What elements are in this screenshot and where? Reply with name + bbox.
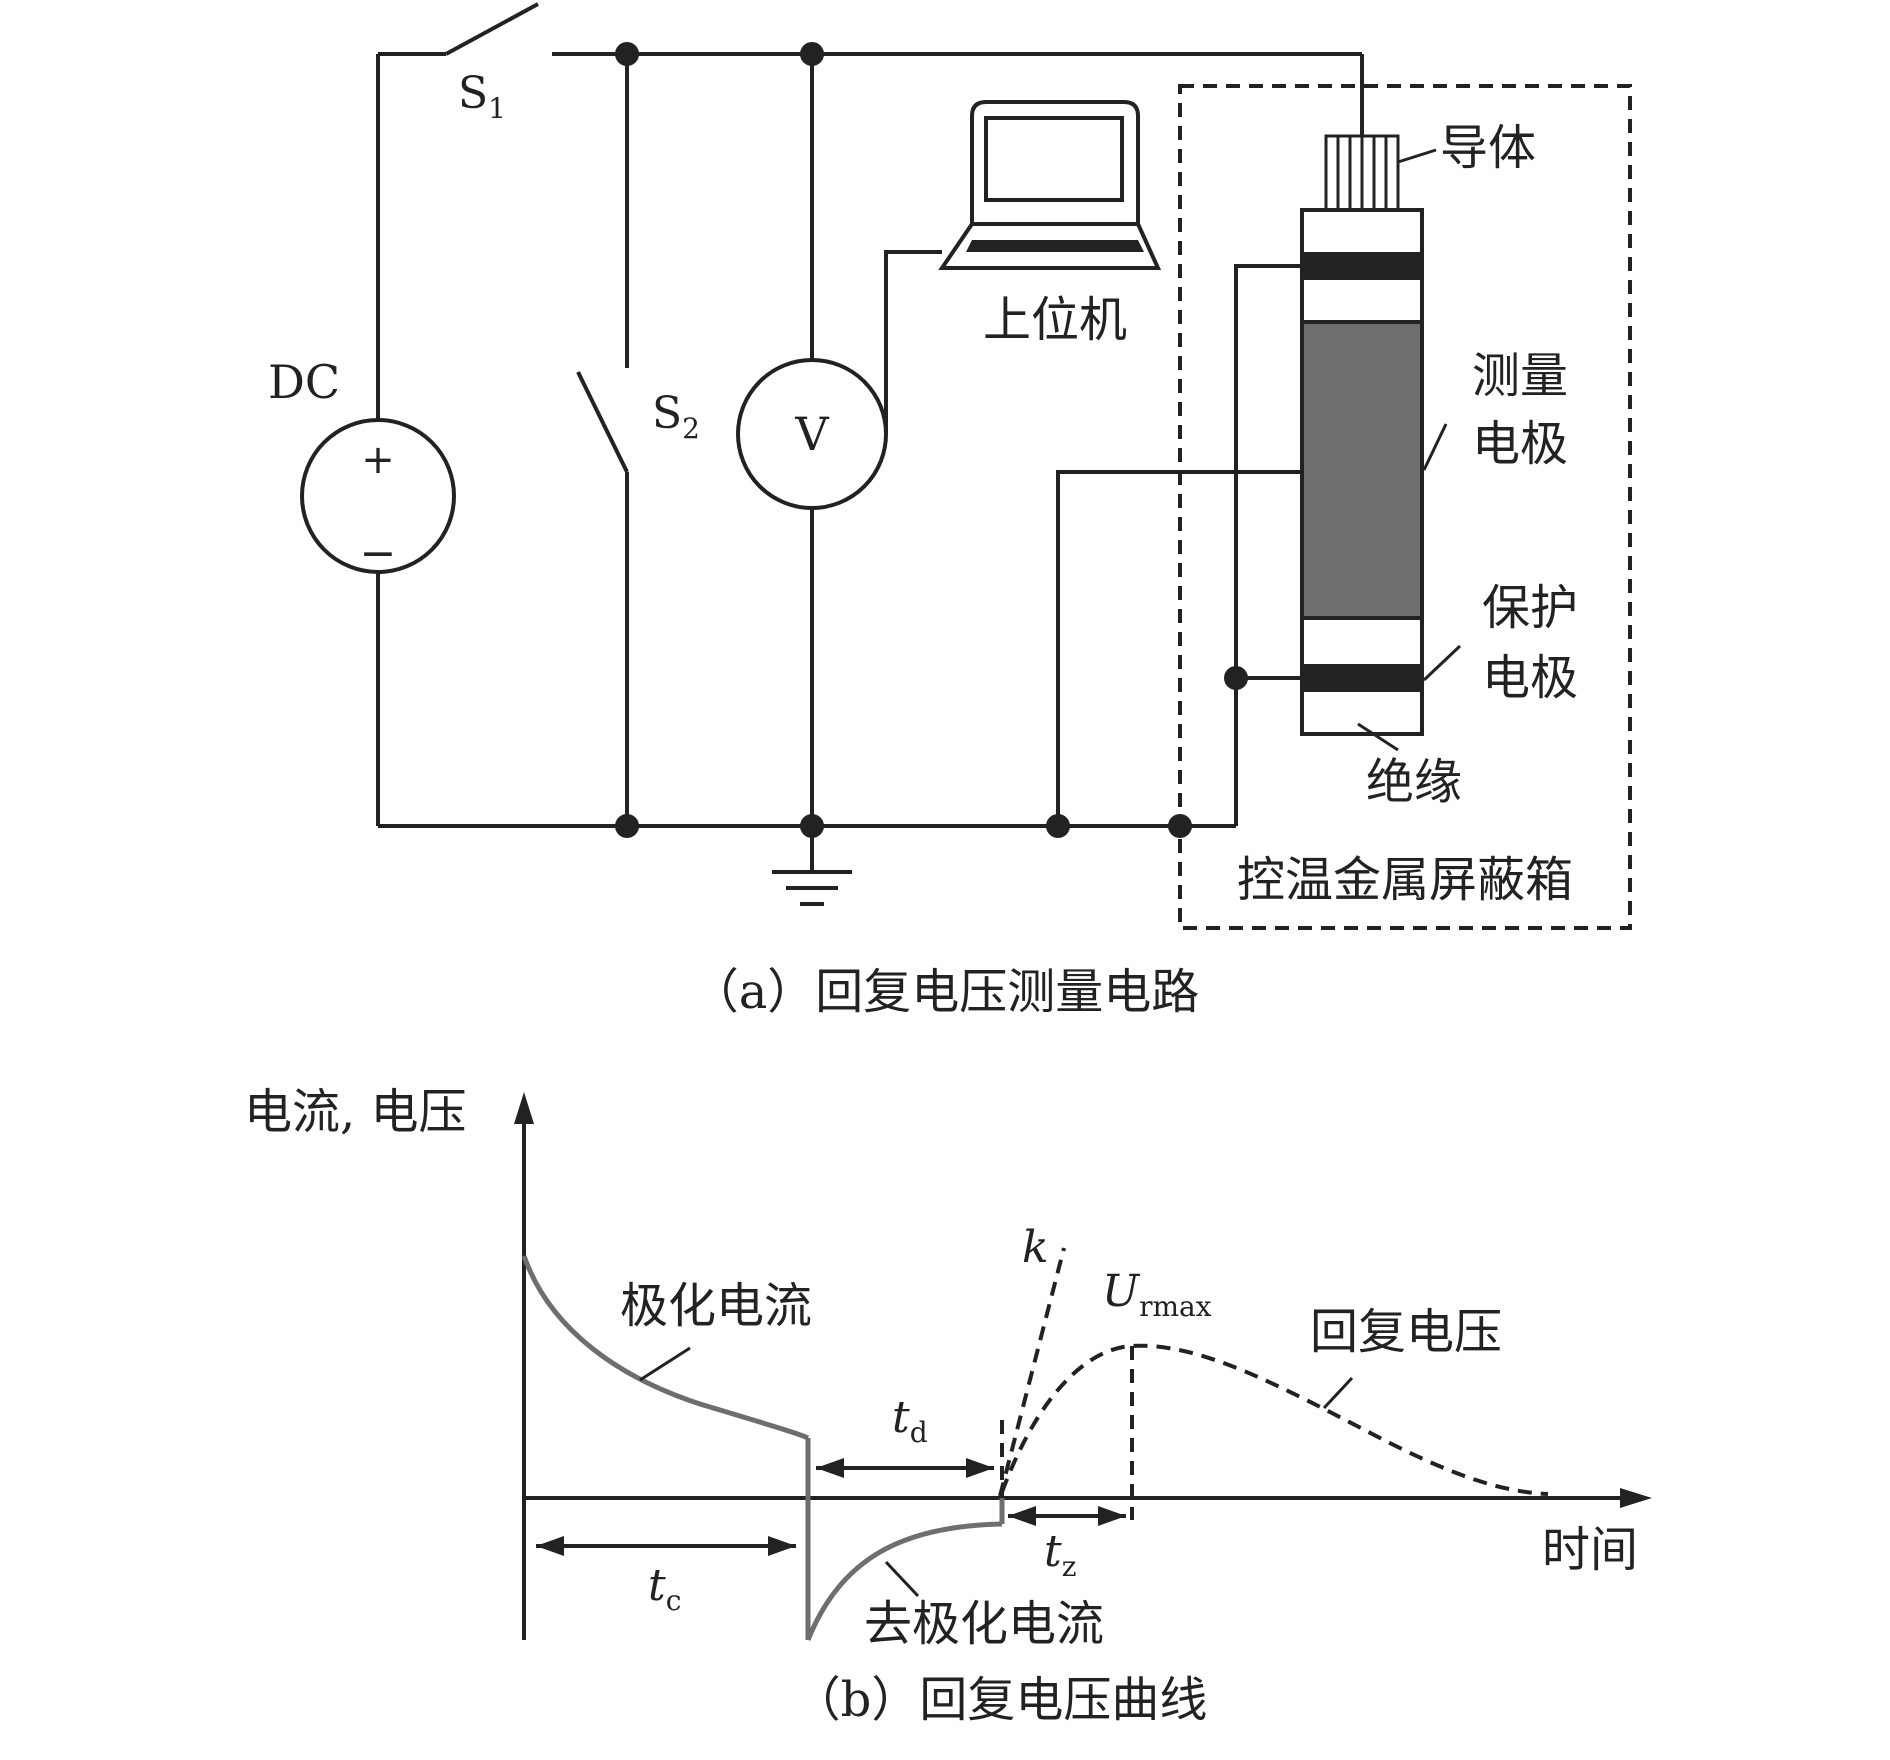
y-axis-label: 电流, 电压 <box>244 1084 467 1140</box>
depolarization-current-label: 去极化电流 <box>864 1596 1104 1652</box>
initial-slope-k-line <box>998 1247 1066 1497</box>
urmax-label: Urmax <box>1102 1266 1212 1323</box>
recovery-voltage-label: 回复电压 <box>1310 1304 1502 1360</box>
laptop-icon <box>938 100 1162 270</box>
insulation-leader <box>1357 722 1399 752</box>
switch-s2-blade <box>576 371 629 473</box>
tc-label: tc <box>648 1560 681 1617</box>
tz-dimension <box>1008 1506 1126 1526</box>
switch-s1-blade <box>445 2 539 56</box>
switch-s1-label: S1 <box>458 68 506 125</box>
junction-dot <box>1046 814 1070 838</box>
shielding-box-label: 控温金属屏蔽箱 <box>1237 852 1573 908</box>
conductor <box>1324 134 1400 212</box>
k-label: k <box>1022 1222 1049 1273</box>
polarization-leader <box>639 1346 691 1382</box>
polarization-current-label: 极化电流 <box>620 1278 812 1334</box>
x-axis-label: 时间 <box>1542 1522 1638 1578</box>
junction-dot <box>800 42 824 66</box>
shielding-box <box>1178 84 1632 930</box>
dc-source-symbol <box>300 418 456 574</box>
td-label: td <box>892 1392 928 1449</box>
conductor-label: 导体 <box>1440 120 1536 176</box>
junction-dot <box>615 42 639 66</box>
recovery-voltage-plot: 电流, 电压 时间 极化电流 去极化电流 回复电压 k Urmax tc <box>244 1084 1652 1728</box>
caption-b: （b）回复电压曲线 <box>793 1672 1208 1728</box>
junction-dot <box>1224 666 1248 690</box>
dc-minus-sign: − <box>360 528 397 579</box>
voltmeter-to-computer-wire <box>884 250 942 434</box>
junction-dot <box>615 814 639 838</box>
guard-wire-outer <box>1234 264 1302 826</box>
td-dimension <box>816 1458 994 1478</box>
measure-electrode-label-1: 测量 <box>1472 348 1568 404</box>
voltmeter-label: V <box>794 407 829 461</box>
junction-dot <box>1168 814 1192 838</box>
tz-label: tz <box>1044 1526 1076 1583</box>
recovery-voltage-curve <box>1000 1343 1549 1496</box>
switch-s2-label: S2 <box>652 388 700 445</box>
conductor-leader <box>1397 148 1437 164</box>
x-axis-arrow <box>1620 1488 1652 1508</box>
dc-label: DC <box>268 355 340 409</box>
tc-dimension <box>536 1536 796 1556</box>
dc-plus-sign: + <box>361 437 395 483</box>
guard-electrode-label-1: 保护 <box>1482 580 1578 636</box>
computer-label: 上位机 <box>983 292 1127 348</box>
measure-electrode-label-2: 电极 <box>1472 416 1568 472</box>
measure-wire <box>1056 470 1302 826</box>
guard-electrode <box>1302 664 1422 692</box>
measuring-electrode <box>1304 322 1420 618</box>
insulation-label: 绝缘 <box>1366 754 1462 810</box>
measurement-circuit: + − DC S1 S2 V 上位机 控温金属屏蔽箱 <box>268 2 1632 1020</box>
upper-guard-band <box>1302 252 1422 280</box>
polarization-current-curve <box>521 1255 810 1441</box>
y-axis-arrow <box>514 1092 534 1124</box>
specimen <box>1300 208 1424 736</box>
guard-electrode-label-2: 电极 <box>1482 650 1578 706</box>
caption-a: （a）回复电压测量电路 <box>691 964 1200 1020</box>
ground-icon <box>772 826 852 906</box>
measure-electrode-leader <box>1422 423 1448 471</box>
depolarization-leader <box>884 1560 920 1598</box>
recovery-voltage-leader <box>1322 1376 1354 1410</box>
guard-electrode-leader <box>1422 644 1462 682</box>
depolarization-current-curve <box>805 1521 1003 1641</box>
